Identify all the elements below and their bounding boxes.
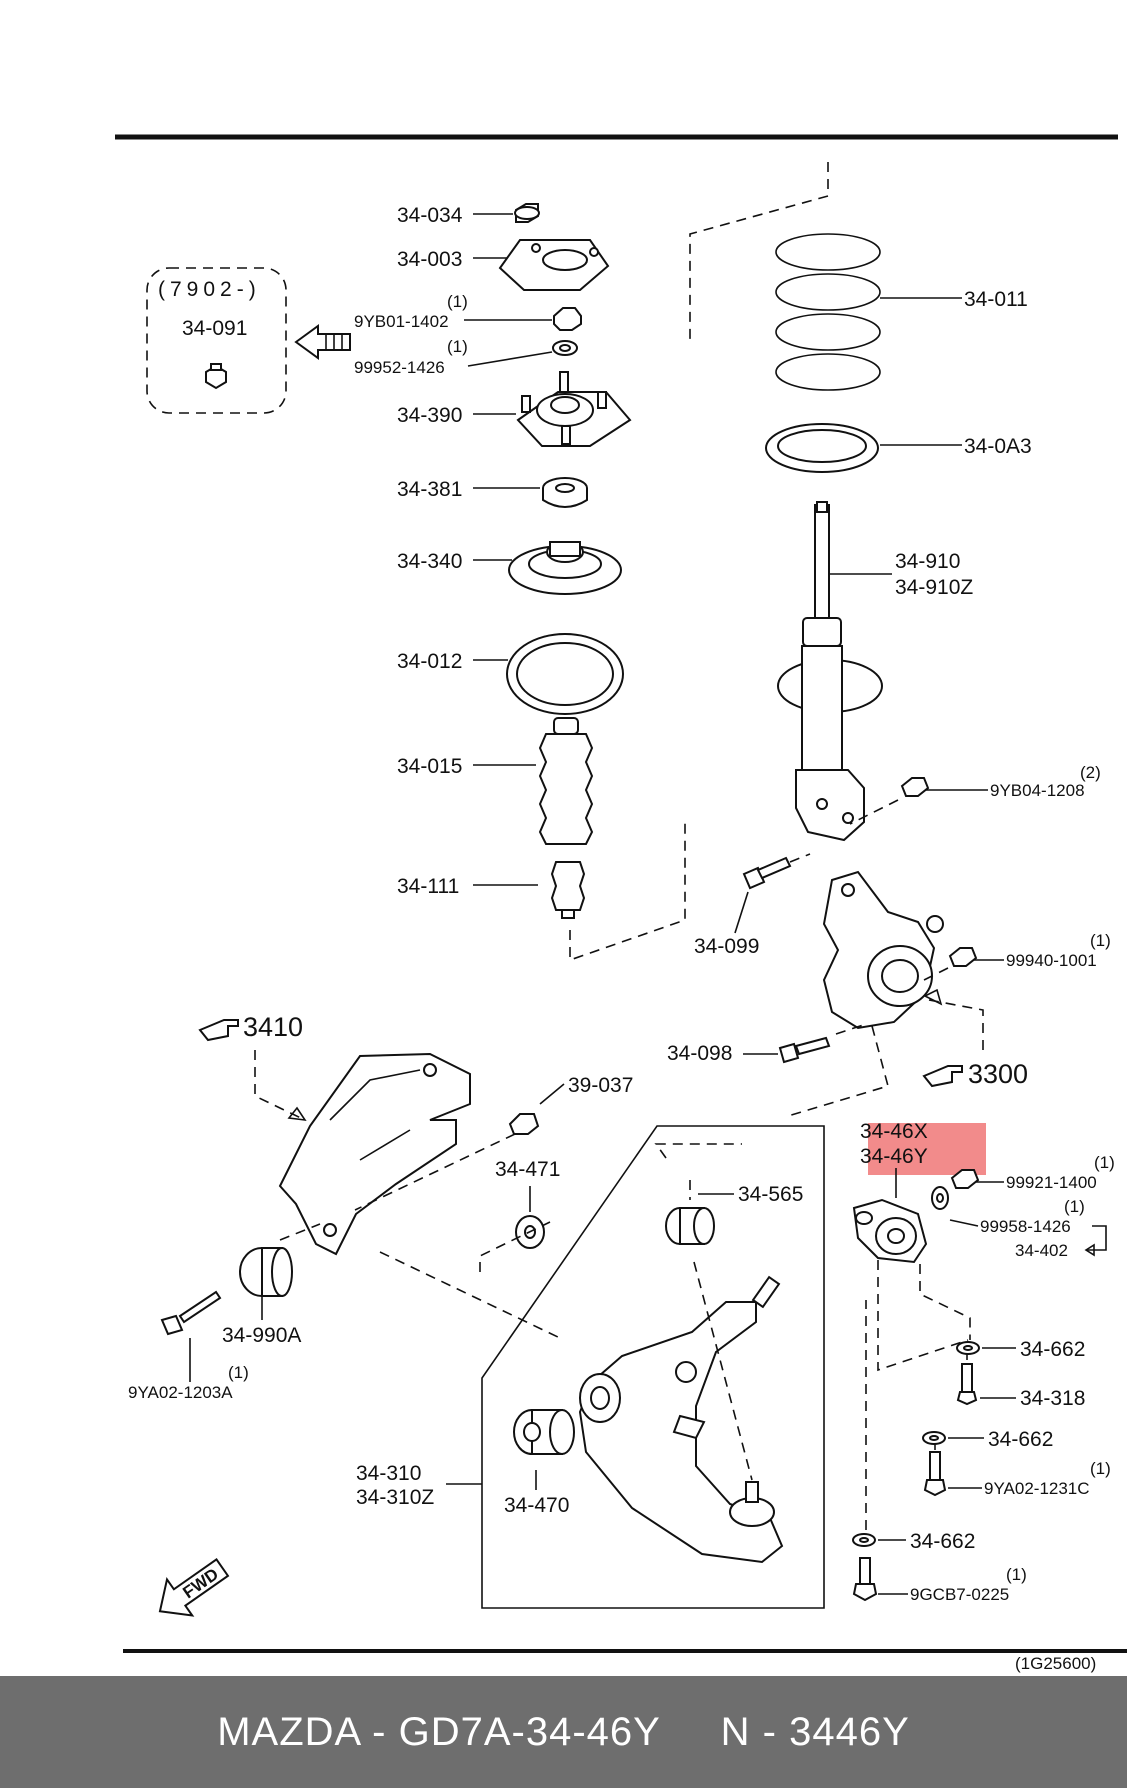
part-number-caption: MAZDA - GD7A-34-46Y N - 3446Y	[217, 1709, 910, 1754]
label-34-098: 34-098	[667, 1042, 732, 1065]
group-part-label: 34-091	[182, 317, 247, 340]
label-34-390: 34-390	[397, 404, 462, 427]
label-34-340: 34-340	[397, 550, 462, 573]
label-34-0a3: 34-0A3	[964, 435, 1032, 458]
ref-3300: 3300	[968, 1059, 1028, 1089]
bracket-bolt-icon	[923, 1451, 947, 1497]
label-34-034: 34-034	[397, 204, 463, 227]
label-34-565: 34-565	[738, 1183, 803, 1206]
forward-arrow-icon: FWD	[158, 1558, 230, 1617]
knuckle-bolt-icon	[778, 1036, 831, 1064]
label-34-662c: 34-662	[910, 1530, 975, 1553]
label-34-662a: 34-662	[1020, 1338, 1085, 1361]
washer-icon-2	[956, 1341, 980, 1355]
label-34-990a: 34-990A	[222, 1324, 301, 1347]
label-9ya02a-qty: (1)	[228, 1363, 249, 1382]
label-9yb04: 9YB04-1208	[990, 781, 1085, 800]
arm-bushing-icon	[513, 1409, 575, 1455]
lower-control-arm-icon	[578, 1275, 784, 1564]
label-34-111: 34-111	[397, 875, 459, 898]
mount-bolt-icon	[160, 1290, 222, 1336]
label-34-46y: 34-46Y	[860, 1145, 928, 1168]
bracket-washer-icon	[931, 1186, 949, 1210]
washer-icon	[552, 340, 578, 356]
label-34-310: 34-310	[356, 1462, 421, 1485]
strut-nut-icon	[900, 777, 930, 797]
label-99958-qty: (1)	[1064, 1197, 1085, 1216]
flange-nut-icon	[553, 307, 582, 331]
parts-diagram: (1G25600) (7902-) 34-091 34-034 34-003 (…	[115, 134, 1127, 1673]
rear-bushing-bracket-icon	[852, 1198, 928, 1264]
label-9ya02c-qty: (1)	[1090, 1459, 1111, 1478]
label-9yb01: 9YB01-1402	[354, 312, 449, 331]
label-9gcb7: 9GCB7-0225	[910, 1585, 1009, 1604]
pointing-hand-icon	[922, 1065, 963, 1088]
label-34-910: 34-910	[895, 550, 960, 573]
flange-nut-icon-2	[508, 1113, 540, 1135]
strut-bolt-icon	[742, 856, 792, 890]
steering-knuckle-icon	[822, 870, 944, 1030]
insulator-ring-icon	[506, 633, 624, 715]
label-34-011: 34-011	[964, 288, 1028, 311]
washer-icon-4	[852, 1533, 876, 1547]
ref-3410: 3410	[243, 1012, 303, 1042]
label-9yb04-qty: (2)	[1080, 763, 1101, 782]
top-nut-icon	[514, 203, 540, 223]
stud-bolt-icon	[956, 1363, 978, 1406]
group-label: (7902-)	[158, 278, 261, 301]
label-34-470: 34-470	[504, 1494, 569, 1517]
label-9ya02c: 9YA02-1231C	[984, 1479, 1090, 1498]
label-99952: 99952-1426	[354, 358, 445, 377]
label-34-012: 34-012	[397, 650, 462, 673]
label-34-910z: 34-910Z	[895, 576, 973, 599]
crossmember-icon	[278, 1052, 471, 1256]
coil-spring-icon	[775, 233, 881, 391]
stabilizer-bushing-icon	[665, 1207, 715, 1245]
lower-insulator-icon	[765, 423, 879, 473]
bushing-icon	[239, 1247, 293, 1297]
footer-bar: MAZDA - GD7A-34-46Y N - 3446Y	[0, 1676, 1127, 1788]
label-99921-qty: (1)	[1094, 1153, 1115, 1172]
label-99952-qty: (1)	[447, 337, 468, 356]
label-34-015: 34-015	[397, 755, 462, 778]
knuckle-nut-icon	[948, 947, 978, 967]
label-9yb01-qty: (1)	[447, 292, 468, 311]
strut-icon	[777, 501, 883, 842]
mount-plate-icon	[498, 239, 610, 291]
label-99921: 99921-1400	[1006, 1173, 1097, 1192]
upper-seat-icon	[508, 541, 622, 595]
label-9gcb7-qty: (1)	[1006, 1565, 1027, 1584]
label-34-099: 34-099	[694, 935, 759, 958]
group-box	[146, 267, 287, 414]
pointing-hand-icon-2	[198, 1019, 239, 1042]
washer-icon-3	[922, 1431, 946, 1445]
bearing-icon	[542, 477, 588, 508]
arrow-left-icon	[294, 324, 351, 360]
hex-bolt-icon	[852, 1557, 878, 1602]
label-99940: 99940-1001	[1006, 951, 1097, 970]
label-34-310z: 34-310Z	[356, 1486, 434, 1509]
label-34-381: 34-381	[397, 478, 462, 501]
label-9ya02a: 9YA02-1203A	[128, 1383, 233, 1402]
dust-boot-icon	[538, 717, 594, 845]
strut-mount-icon	[516, 371, 632, 447]
label-34-402: 34-402	[1015, 1241, 1068, 1260]
ref-code: (1G25600)	[1015, 1654, 1096, 1673]
nut-icon	[205, 363, 227, 390]
label-39-037: 39-037	[568, 1074, 633, 1097]
bracket-nut-icon	[950, 1169, 980, 1189]
bump-stop-icon	[550, 861, 586, 919]
label-34-46x: 34-46X	[860, 1120, 928, 1143]
highlight-box	[868, 1123, 986, 1175]
label-34-003: 34-003	[397, 248, 462, 271]
label-34-662b: 34-662	[988, 1428, 1053, 1451]
label-34-318: 34-318	[1020, 1387, 1085, 1410]
label-99958: 99958-1426	[980, 1217, 1071, 1236]
label-34-471: 34-471	[495, 1158, 560, 1181]
label-99940-qty: (1)	[1090, 931, 1111, 950]
